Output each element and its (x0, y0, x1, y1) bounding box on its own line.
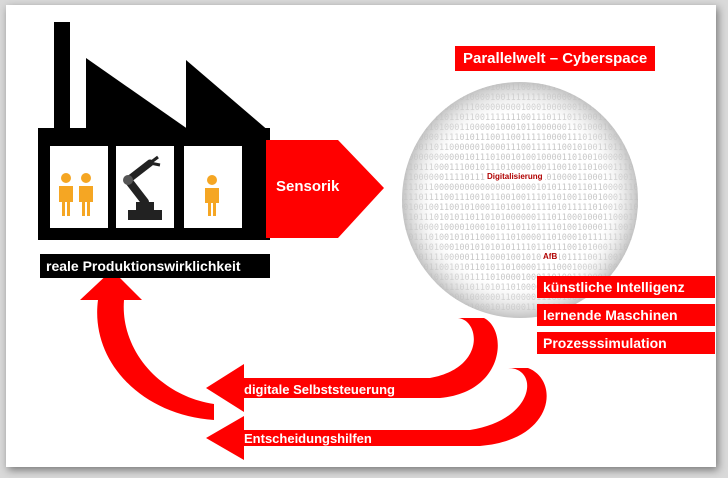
feedback-arc-inner (240, 318, 498, 398)
capability-ai: künstliche Intelligenz (537, 276, 715, 298)
sphere-center-label: Digitalisierung (485, 172, 545, 181)
sensor-label: Sensorik (276, 178, 340, 195)
capability-learning-machines: lernende Maschinen (537, 304, 715, 326)
return-arc (80, 270, 214, 420)
factory-building (38, 22, 270, 240)
capability-process-simulation: Prozesssimulation (537, 332, 715, 354)
sphere-bottom-label: AfB (541, 252, 560, 261)
factory-label: reale Produktionswirklichkeit (40, 254, 270, 278)
cyberspace-title: Parallelwelt – Cyberspace (455, 46, 656, 71)
robot-arm-icon (123, 155, 162, 220)
sensor-arrow (266, 140, 384, 238)
cyberspace-sphere: 0100010110011000101000110010011001001001… (402, 82, 638, 318)
worker-pair-icon (59, 173, 93, 216)
feedback-decision-support-label: Entscheidungshilfen (244, 431, 372, 446)
feedback-arc-outer (240, 368, 547, 446)
feedback-arrowhead-inner (206, 364, 244, 412)
feedback-self-control-label: digitale Selbststeuerung (244, 382, 395, 397)
worker-icon (205, 175, 219, 216)
feedback-arrowhead-outer (206, 416, 244, 460)
